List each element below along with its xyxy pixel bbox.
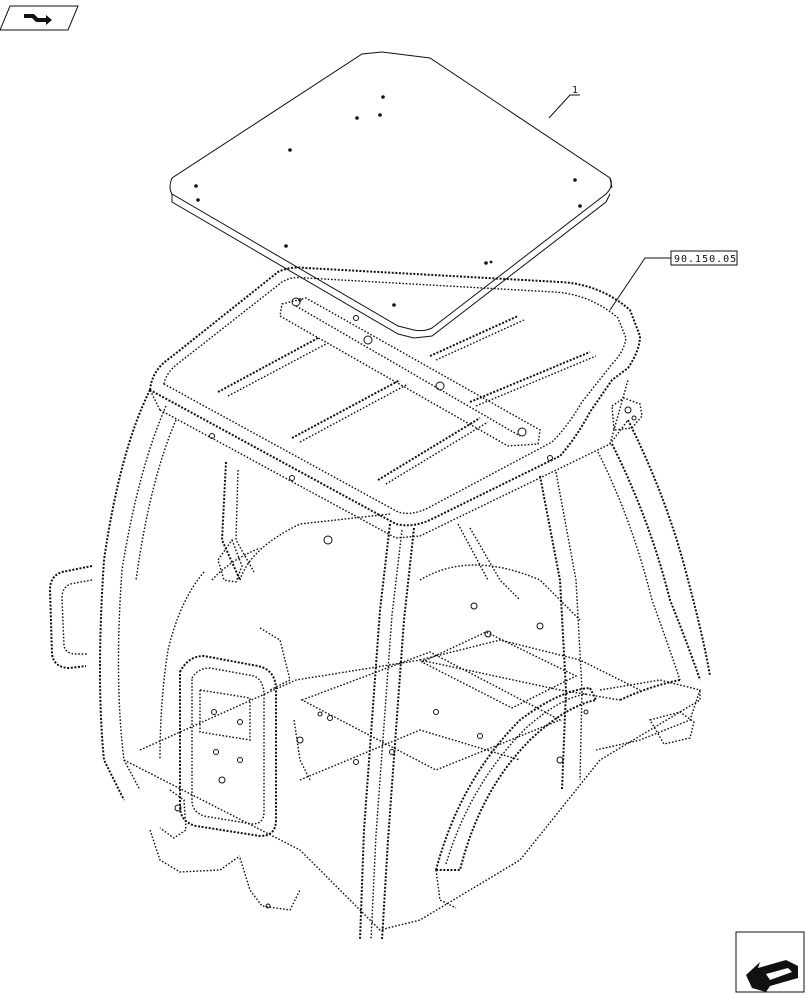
book-navigation-icon[interactable] <box>0 5 79 31</box>
callout-reference[interactable]: 90.150.05 <box>609 250 738 311</box>
callout-part-1[interactable]: 1 <box>548 85 580 119</box>
roof-panel <box>169 51 613 339</box>
callout-reference-label: 90.150.05 <box>674 254 737 265</box>
callout-part-number: 1 <box>572 85 579 96</box>
next-page-arrow-icon[interactable] <box>735 931 805 993</box>
cab-frame <box>48 266 711 941</box>
